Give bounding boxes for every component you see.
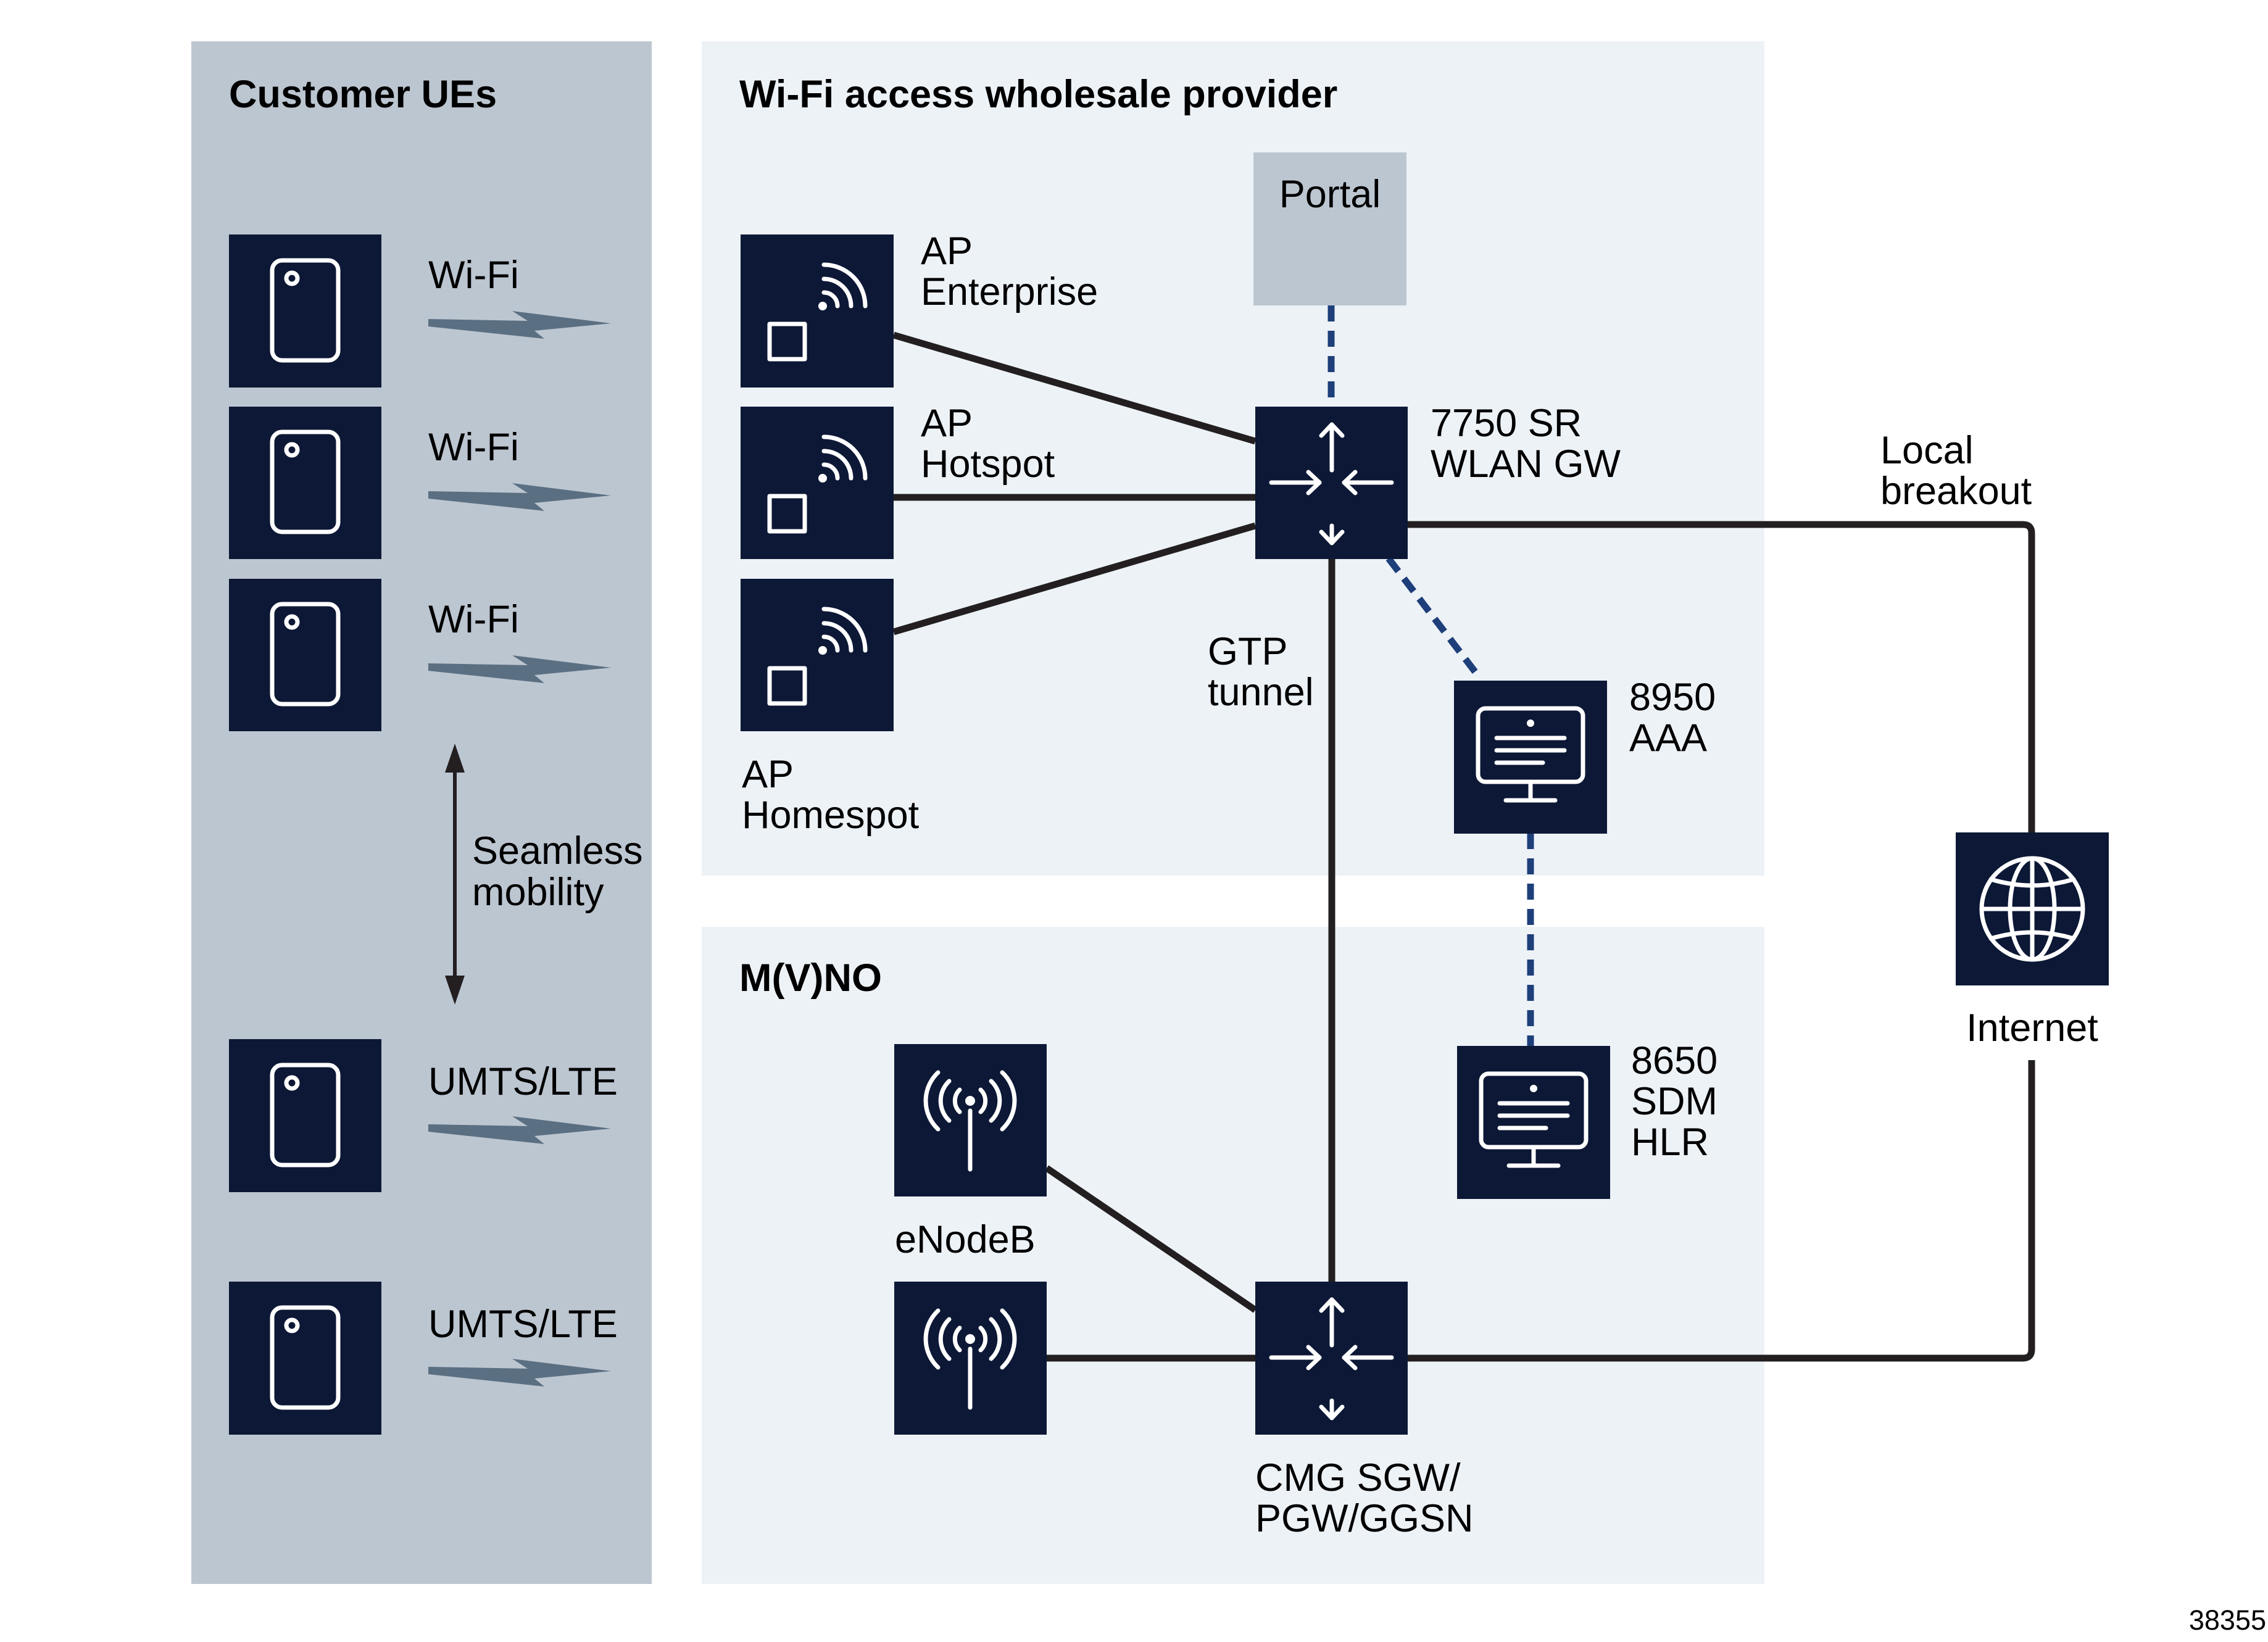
wifi-provider-title: Wi-Fi access wholesale provider <box>739 73 1337 116</box>
sdm-label-2: SDM <box>1631 1080 1718 1123</box>
radio-link-icon <box>428 311 611 339</box>
sdm-hlr-node <box>1457 1046 1610 1199</box>
cmg-gateway-node <box>1255 1282 1408 1435</box>
ue-device-1 <box>229 234 381 388</box>
internet-label: Internet <box>1966 1006 2098 1050</box>
radio-link-icon <box>428 1359 611 1387</box>
mvno-panel <box>702 927 1764 1584</box>
ap-homespot-node <box>741 579 894 731</box>
link-enodeb1-cmg <box>1044 1165 1258 1313</box>
radio-link-icon <box>428 1116 611 1144</box>
ap-homespot-label-1: AP <box>742 753 794 796</box>
seamless-mobility-arrow <box>445 744 465 1005</box>
antenna-icon <box>923 1308 1017 1410</box>
ue-access-label-1: Wi-Fi <box>428 254 519 297</box>
ap-hotspot-node <box>741 407 894 559</box>
phone-icon <box>270 1063 341 1167</box>
enodeb-node-2 <box>894 1282 1047 1435</box>
cmg-label-2: PGW/GGSN <box>1255 1497 1474 1540</box>
aaa-label-1: 8950 <box>1629 676 1716 719</box>
wlan-gw-label-2: WLAN GW <box>1431 442 1621 486</box>
ap-homespot-label-2: Homespot <box>742 794 920 837</box>
phone-icon <box>270 1305 341 1410</box>
cmg-label-1: CMG SGW/ <box>1255 1456 1461 1499</box>
ap-hotspot-label-2: Hotspot <box>921 442 1055 486</box>
radio-link-icon <box>428 655 611 683</box>
local-breakout-label-2: breakout <box>1880 470 2032 513</box>
ap-enterprise-label-2: Enterprise <box>921 270 1098 313</box>
gtp-tunnel-label-2: tunnel <box>1208 671 1314 714</box>
seamless-mobility-label-2: mobility <box>472 871 604 914</box>
aaa-node <box>1454 681 1607 834</box>
router-icon <box>1269 1297 1394 1420</box>
globe-icon <box>1979 856 2085 962</box>
link-ap-enterprise-wlangw <box>892 331 1257 445</box>
local-breakout-link <box>1407 521 2035 833</box>
internet-node <box>1956 832 2109 985</box>
customer-ues-title: Customer UEs <box>229 73 497 116</box>
radio-link-icon <box>428 483 611 511</box>
enodeb-node-1 <box>894 1044 1047 1196</box>
ue-device-5 <box>229 1282 381 1435</box>
wifi-ap-icon <box>767 262 868 362</box>
ap-enterprise-node <box>741 234 894 388</box>
figure-number: 38355 <box>2189 1604 2266 1636</box>
ap-hotspot-label-1: AP <box>921 402 973 445</box>
server-monitor-icon <box>1479 1071 1589 1168</box>
phone-icon <box>270 602 341 707</box>
local-breakout-label-1: Local <box>1880 429 1974 472</box>
phone-icon <box>270 258 341 363</box>
wlan-gw-node <box>1255 407 1408 559</box>
cmg-internet-link <box>1407 1060 2035 1362</box>
ap-enterprise-label-1: AP <box>921 230 973 273</box>
antenna-icon <box>923 1070 1017 1172</box>
sdm-label-3: HLR <box>1631 1121 1709 1164</box>
router-icon <box>1269 422 1394 545</box>
enodeb-label: eNodeB <box>895 1218 1036 1261</box>
wifi-ap-icon <box>767 434 868 534</box>
server-monitor-icon <box>1476 706 1585 803</box>
ue-device-4 <box>229 1039 381 1192</box>
ue-device-2 <box>229 407 381 559</box>
seamless-mobility-label-1: Seamless <box>472 829 643 873</box>
ue-access-label-3: Wi-Fi <box>428 598 519 641</box>
phone-icon <box>270 429 341 534</box>
portal-label: Portal <box>1279 173 1381 216</box>
sdm-label-1: 8650 <box>1631 1039 1718 1082</box>
ue-access-label-4: UMTS/LTE <box>428 1060 618 1103</box>
link-ap-homespot-wlangw <box>892 522 1257 636</box>
wlan-gw-label-1: 7750 SR <box>1431 402 1582 445</box>
mvno-title: M(V)NO <box>739 956 882 1000</box>
portal-node <box>1253 152 1406 305</box>
ue-access-label-2: Wi-Fi <box>428 426 519 469</box>
wifi-ap-icon <box>767 607 868 706</box>
aaa-label-2: AAA <box>1629 716 1707 760</box>
ue-access-label-5: UMTS/LTE <box>428 1303 618 1346</box>
gtp-tunnel-label-1: GTP <box>1208 630 1288 673</box>
ue-device-3 <box>229 579 381 731</box>
